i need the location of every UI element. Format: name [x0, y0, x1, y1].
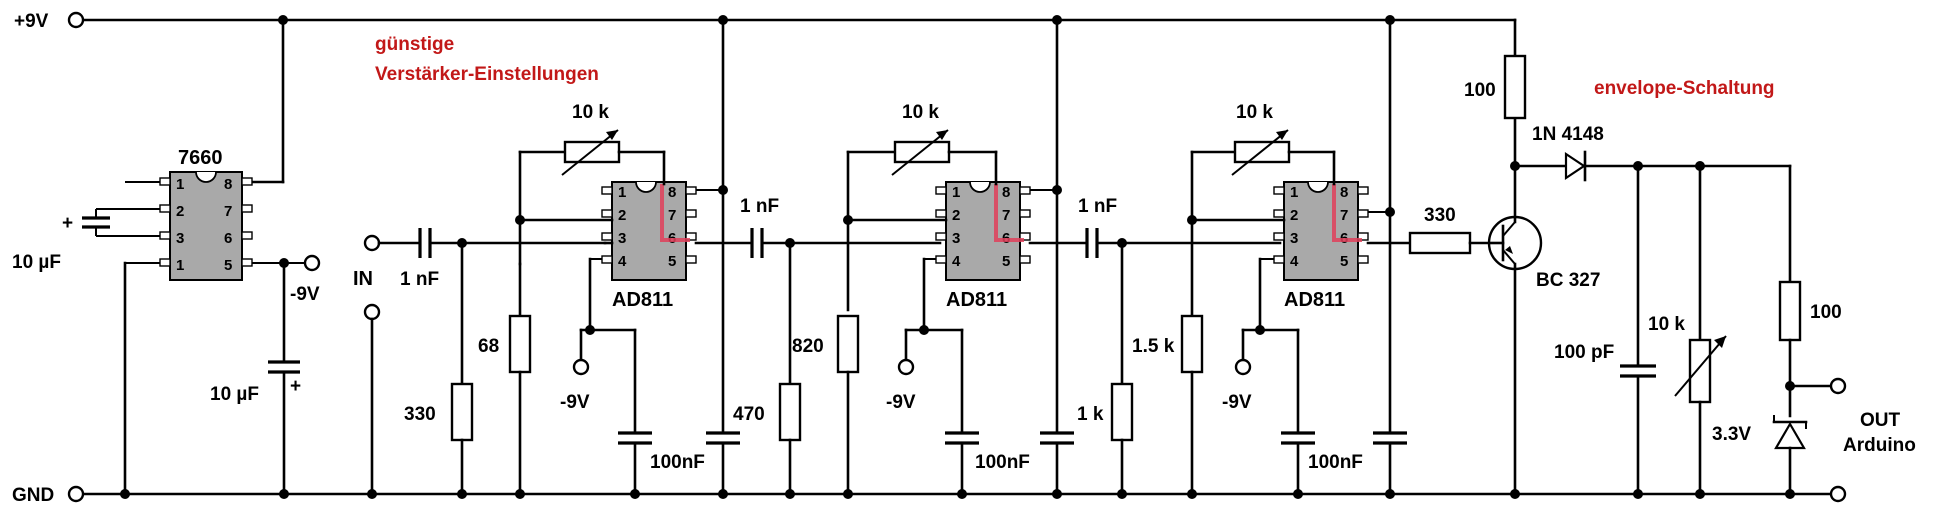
- base-res-label: 330: [1424, 205, 1456, 226]
- svg-text:8: 8: [668, 184, 676, 201]
- rail-terminals: +9V GND: [12, 11, 85, 506]
- svg-text:4: 4: [952, 253, 961, 270]
- zener-label: 3.3V: [1712, 424, 1751, 445]
- svg-text:1: 1: [176, 257, 184, 274]
- in-cap-label: 1 nF: [400, 269, 439, 290]
- stage2-dec-cap: 100nF: [975, 452, 1030, 473]
- coupling1: 1 nF 470: [694, 196, 942, 496]
- svg-text:4: 4: [618, 253, 627, 270]
- input-section: IN 1 nF 330: [353, 228, 607, 496]
- gain-note-1: günstige: [375, 34, 454, 55]
- svg-text:8: 8: [224, 176, 232, 193]
- stage1-pot: 10 k: [572, 102, 609, 123]
- stage3: 12 34 87 65 AD811 10 k 1.5 k -9V 100nF: [1132, 18, 1407, 496]
- vplus-label: +9V: [14, 11, 49, 32]
- neg9v-terminal[interactable]: [303, 254, 321, 272]
- svg-text:8: 8: [1340, 184, 1348, 201]
- stage3-gain-res: 1.5 k: [1132, 336, 1175, 357]
- couple2-res: 1 k: [1077, 404, 1104, 425]
- svg-text:2: 2: [1290, 207, 1298, 224]
- svg-text:5: 5: [1340, 253, 1348, 270]
- envelope-title: envelope-Schaltung: [1594, 78, 1775, 99]
- stage1-neg: -9V: [560, 392, 590, 413]
- out-gnd-terminal[interactable]: [1829, 485, 1847, 503]
- svg-text:+: +: [290, 376, 301, 397]
- couple1-res: 470: [733, 404, 765, 425]
- out-cap-label: 10 µF: [210, 384, 259, 405]
- env-cap-label: 100 pF: [1554, 342, 1614, 363]
- stage2-neg: -9V: [886, 392, 916, 413]
- svg-text:2: 2: [176, 203, 184, 220]
- in-label: IN: [353, 268, 373, 290]
- coupling2: 1 nF 1 k: [1028, 196, 1282, 496]
- out-res-label: 100: [1810, 302, 1842, 323]
- out-terminal[interactable]: [1829, 377, 1847, 395]
- svg-text:6: 6: [224, 230, 232, 247]
- svg-text:1: 1: [176, 176, 184, 193]
- transistor-label: BC 327: [1536, 270, 1600, 291]
- in-terminal[interactable]: [363, 234, 381, 252]
- gnd-label: GND: [12, 485, 54, 506]
- gain-note-2: Verstärker-Einstellungen: [375, 64, 599, 85]
- diode-label: 1N 4148: [1532, 124, 1604, 145]
- gnd-terminal[interactable]: [67, 485, 85, 503]
- svg-text:1: 1: [952, 184, 960, 201]
- stage1: 12 34 87 65 AD811 10 k 68 -9V 100nF: [478, 18, 740, 496]
- stage3-neg: -9V: [1222, 392, 1252, 413]
- svg-text:1: 1: [618, 184, 626, 201]
- stage3-part: AD811: [1284, 289, 1345, 311]
- svg-text:7: 7: [1002, 207, 1010, 224]
- stage1-gain-res: 68: [478, 336, 499, 357]
- converter-part: 7660: [178, 147, 223, 169]
- stage2-gain-res: 820: [792, 336, 824, 357]
- vplus-terminal[interactable]: [67, 11, 85, 29]
- envelope-section: envelope-Schaltung 330 BC 327 100 1N 414…: [1366, 18, 1916, 503]
- svg-text:3: 3: [952, 230, 960, 247]
- svg-text:3: 3: [1290, 230, 1298, 247]
- svg-text:3: 3: [618, 230, 626, 247]
- svg-text:2: 2: [618, 207, 626, 224]
- svg-text:5: 5: [1002, 253, 1010, 270]
- stage1-dec-cap: 100nF: [650, 452, 705, 473]
- svg-text:7: 7: [224, 203, 232, 220]
- svg-text:8: 8: [1002, 184, 1010, 201]
- converter-7660: 1 2 3 1 8 7 6 5 7660 + 10 µF -9V 10 µF +: [12, 18, 321, 496]
- svg-text:4: 4: [1290, 253, 1299, 270]
- svg-text:3: 3: [176, 230, 184, 247]
- svg-text:5: 5: [668, 253, 676, 270]
- stage2-part: AD811: [946, 289, 1007, 311]
- svg-text:2: 2: [952, 207, 960, 224]
- svg-text:7: 7: [1340, 207, 1348, 224]
- out-label-2: Arduino: [1843, 435, 1916, 456]
- svg-text:1: 1: [1290, 184, 1298, 201]
- couple1-cap: 1 nF: [740, 196, 779, 217]
- stage2: 12 34 87 65 AD811 10 k 820 -9V 100nF: [792, 18, 1074, 496]
- svg-text:7: 7: [668, 207, 676, 224]
- junctions: [120, 15, 1795, 499]
- out-label-1: OUT: [1860, 410, 1901, 431]
- in-gnd-terminal[interactable]: [363, 303, 381, 321]
- in-res-label: 330: [404, 404, 436, 425]
- coll-res-label: 100: [1464, 80, 1496, 101]
- stage3-dec-cap: 100nF: [1308, 452, 1363, 473]
- stage1-part: AD811: [612, 289, 673, 311]
- stage3-pot: 10 k: [1236, 102, 1273, 123]
- stage2-pot: 10 k: [902, 102, 939, 123]
- svg-text:+: +: [62, 213, 73, 234]
- flying-cap-label: 10 µF: [12, 252, 61, 273]
- couple2-cap: 1 nF: [1078, 196, 1117, 217]
- env-pot-label: 10 k: [1648, 314, 1685, 335]
- neg9v-label: -9V: [290, 284, 320, 305]
- svg-text:5: 5: [224, 257, 232, 274]
